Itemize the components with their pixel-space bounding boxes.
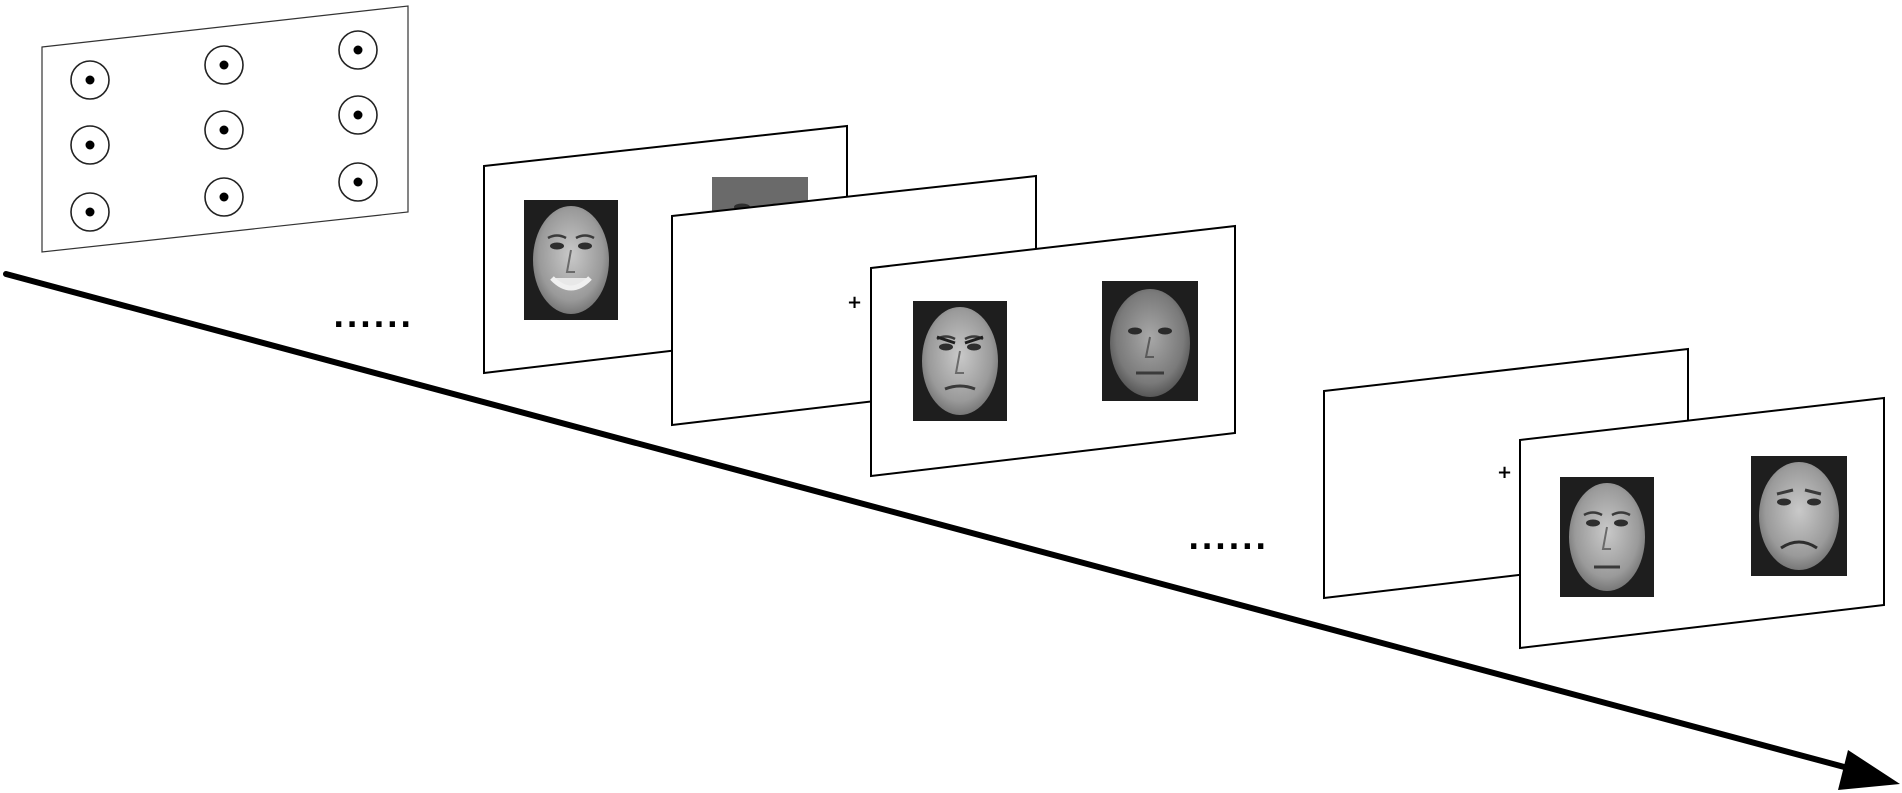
calibration-target-icon [204, 45, 244, 85]
face-pair-screen-2 [870, 224, 1236, 478]
angry-face-image [911, 299, 1009, 423]
ellipsis-2: ...... [1188, 522, 1268, 557]
fixation-cross-1: + [847, 292, 862, 313]
time-arrow [3, 271, 1900, 790]
calibration-target-icon [338, 95, 378, 135]
calibration-target-icon [70, 125, 110, 165]
calibration-screen [41, 5, 409, 253]
happy-face-image [522, 198, 620, 322]
neutral-face-image-1 [1102, 281, 1198, 401]
calibration-target-icon [338, 162, 378, 202]
calibration-target-icon [338, 30, 378, 70]
calibration-targets [70, 30, 378, 232]
neutral-face-image-2 [1558, 475, 1656, 599]
sad-face-image [1751, 456, 1847, 576]
calibration-target-icon [70, 192, 110, 232]
face-pair-screen-3 [1519, 396, 1885, 650]
fixation-cross-2: + [1497, 462, 1512, 483]
calibration-target-icon [204, 110, 244, 150]
time-arrow-head [1838, 750, 1900, 790]
ellipsis-1: ...... [333, 300, 413, 335]
calibration-target-icon [204, 177, 244, 217]
calibration-target-icon [70, 60, 110, 100]
